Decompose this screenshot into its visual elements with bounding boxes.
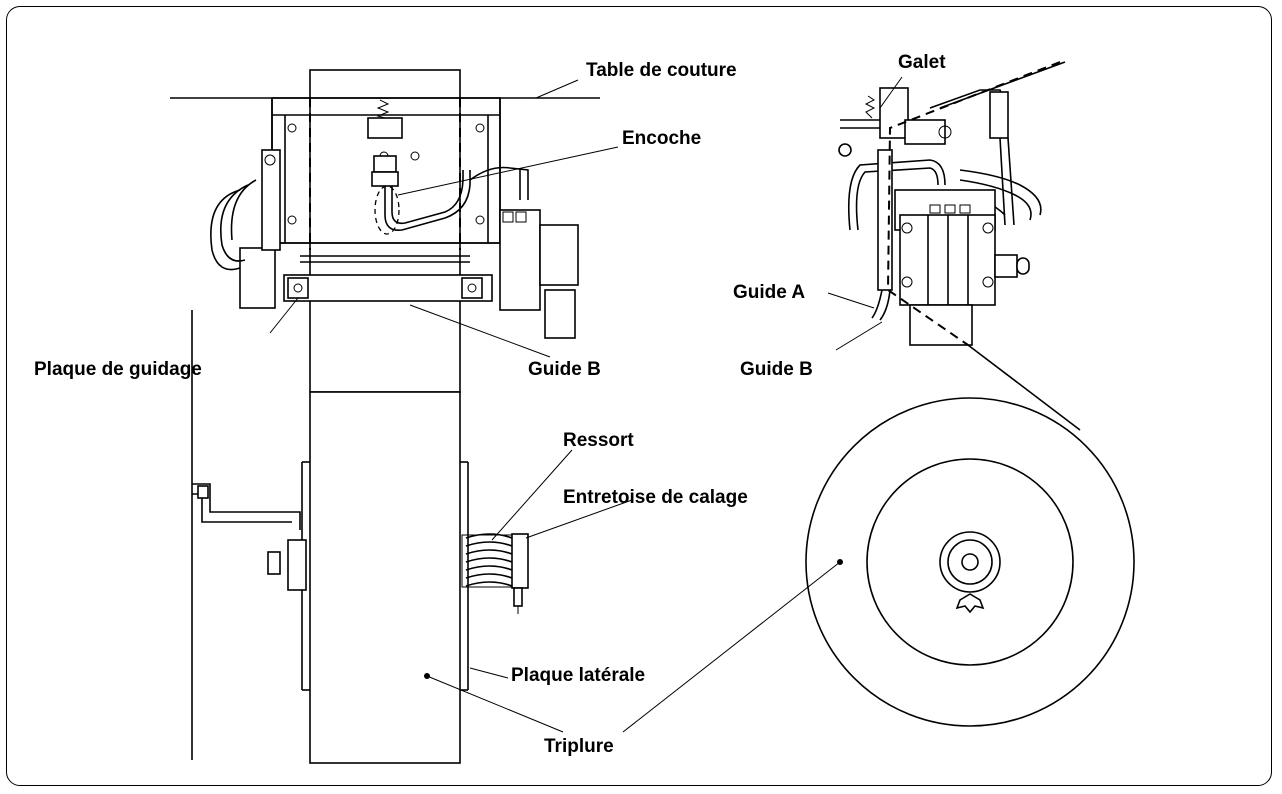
figure-frame (6, 6, 1272, 786)
label-spacer: Entretoise de calage (563, 487, 748, 508)
guide-plate (283, 274, 493, 302)
label-interlining: Triplure (544, 736, 614, 757)
left-cylinder (210, 149, 281, 309)
interlining-roll-side (309, 391, 461, 764)
feed-line (939, 61, 1066, 109)
spacer-collar (511, 533, 529, 614)
right-mechanism (838, 87, 1042, 346)
leader-lines (269, 76, 903, 733)
label-roller: Galet (898, 52, 946, 73)
label-notch: Encoche (622, 128, 701, 149)
spring-coil (461, 533, 515, 588)
label-guide-b-left: Guide B (528, 359, 601, 380)
label-spring: Ressort (563, 430, 634, 451)
interlining-roll-front (805, 397, 1135, 727)
notch-outline (374, 185, 400, 235)
label-sewing-table: Table de couture (586, 60, 737, 81)
shaft-bracket (192, 483, 307, 591)
label-side-plate: Plaque latérale (511, 665, 645, 686)
label-guide-plate: Plaque de guidage (34, 359, 202, 380)
wing-nut-icon (955, 593, 985, 614)
label-guide-b-right: Guide B (740, 359, 813, 380)
label-guide-a: Guide A (733, 282, 805, 303)
bracket-assembly (271, 97, 501, 244)
right-valve-block (469, 166, 579, 339)
